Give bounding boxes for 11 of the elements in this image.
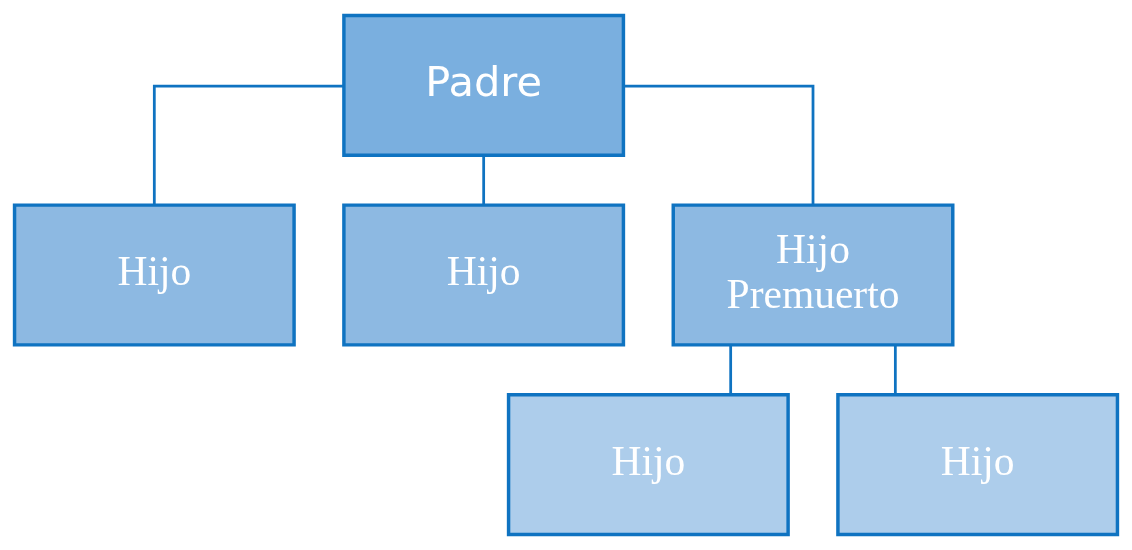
node-box: Hijo (506, 392, 790, 537)
node-box: Padre (342, 13, 626, 158)
node-box: Hijo (342, 203, 626, 347)
connector (482, 155, 486, 205)
connector (623, 84, 815, 205)
connector (152, 84, 344, 205)
connector (729, 345, 733, 395)
node-box: Hijo (836, 392, 1120, 537)
node-box: Hijo (12, 203, 296, 347)
connector (893, 345, 897, 395)
node-box: Hijo Premuerto (671, 203, 955, 347)
